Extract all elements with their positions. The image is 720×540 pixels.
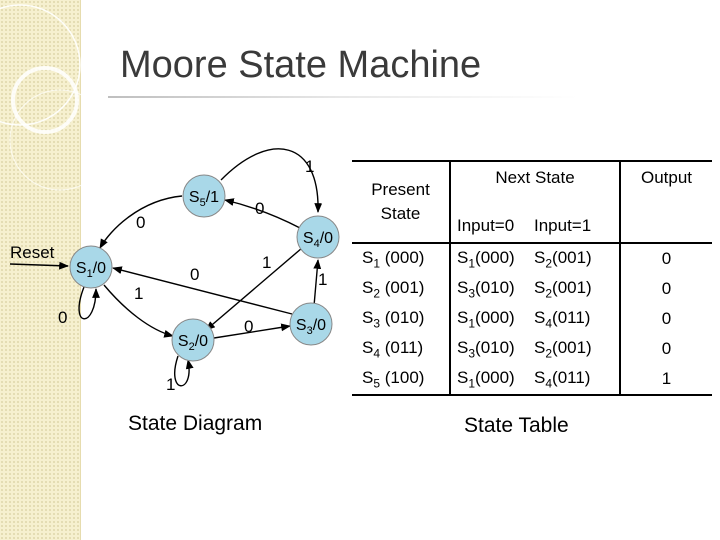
- header-input1: Input=1: [532, 210, 620, 244]
- header-next-state: Next State: [450, 160, 620, 210]
- cell-next-input0: S1(000): [450, 364, 532, 396]
- edge-s5-to-s4: [220, 148, 323, 213]
- edge-s3-to-s1: [112, 266, 293, 315]
- table-row: S1 (000)S1(000)S2(001)0: [352, 242, 712, 274]
- edge-label-s3-s1: 0: [190, 265, 199, 284]
- title-underline: [108, 96, 578, 98]
- cell-next-input0: S1(000): [457, 307, 515, 331]
- cell-output: 0: [619, 334, 712, 364]
- cell-present-state: S3 (010): [352, 304, 451, 334]
- cell-present-state: S5 (100): [352, 364, 451, 396]
- header-input0: Input=0: [450, 210, 532, 244]
- edge-s1-self-loop: [78, 286, 100, 320]
- cell-next-input0: S1(000): [450, 242, 532, 274]
- state-node-s1: S1/0: [69, 245, 113, 289]
- state-node-s3: S3/0: [289, 302, 333, 346]
- cell-output: 0: [619, 274, 712, 304]
- edge-label-s1-s2: 1: [134, 284, 143, 303]
- edge-reset: [9, 261, 69, 270]
- cell-output: 0: [619, 304, 712, 334]
- cell-next-input1: S2(001): [534, 277, 592, 301]
- edge-s1-to-s2: [103, 284, 174, 338]
- table-row: S4 (011)S3(010) S2(001) 0: [352, 334, 712, 364]
- svg-text:S2/0: S2/0: [178, 333, 208, 353]
- page-title: Moore State Machine: [120, 44, 482, 86]
- state-node-s4: S4/0: [296, 215, 340, 259]
- svg-text:S4/0: S4/0: [303, 230, 333, 250]
- table-row: S5 (100)S1(000)S4(011)1: [352, 364, 712, 396]
- state-node-s5: S5/1: [182, 174, 226, 218]
- edge-label-s1-self: 0: [58, 308, 67, 327]
- svg-text:S1/0: S1/0: [76, 260, 106, 280]
- header-output: Output: [619, 160, 712, 210]
- svg-text:S5/1: S5/1: [189, 189, 219, 209]
- edge-label-s5-s4: 1: [305, 157, 314, 176]
- edge-label-s2-s3: 0: [244, 317, 253, 336]
- edge-s2-to-s3: [213, 323, 291, 339]
- edge-label-s3-s4: 1: [318, 270, 327, 289]
- cell-next-input1: S2(001): [534, 337, 592, 361]
- diagram-caption: State Diagram: [128, 412, 263, 435]
- table-row: S2 (001)S3(010) S2(001) 0: [352, 274, 712, 304]
- edge-label-s4-s5: 0: [255, 199, 264, 218]
- edge-s3-to-s4: [313, 259, 322, 307]
- cell-output: 1: [619, 364, 712, 396]
- cell-next-input0: S3(010): [457, 277, 515, 301]
- reset-label: Reset: [10, 243, 55, 262]
- edge-s5-to-s1: [99, 195, 183, 249]
- cell-present-state: S2 (001): [352, 274, 451, 304]
- edge-s2-self-loop: [173, 355, 194, 387]
- decorative-swirl: [0, 4, 111, 191]
- edge-s4-to-s2: [205, 247, 303, 331]
- cell-next-input0: S3(010): [457, 337, 515, 361]
- state-node-s2: S2/0: [171, 318, 215, 362]
- cell-present-state: S1 (000): [352, 242, 451, 274]
- edge-label-s2-self: 1: [166, 375, 175, 394]
- edge-label-s4-s2: 1: [262, 253, 271, 272]
- cell-next-input1: S4(011): [532, 364, 620, 396]
- svg-text:S3/0: S3/0: [296, 317, 326, 337]
- cell-output: 0: [619, 242, 712, 274]
- cell-next-input1: S4(011): [534, 307, 591, 331]
- cell-next-input1: S2(001): [532, 242, 620, 274]
- table-caption: State Table: [464, 414, 569, 437]
- edge-s4-to-s5: [224, 198, 301, 229]
- edge-label-s5-s1: 0: [136, 213, 145, 232]
- table-row: S3 (010)S1(000) S4(011) 0: [352, 304, 712, 334]
- cell-present-state: S4 (011): [352, 334, 451, 364]
- state-diagram: 0 1 0 1 0 1 1 0 0 1 Reset S1/0 S2/0 S3/0…: [9, 148, 340, 394]
